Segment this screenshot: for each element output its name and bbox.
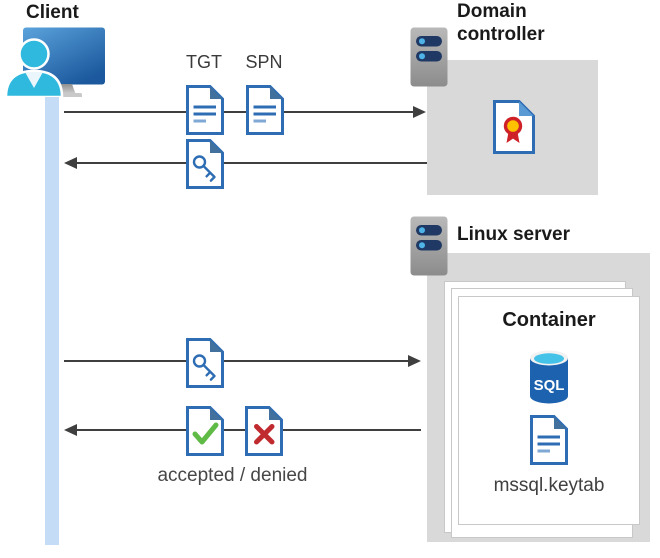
accepted-document-icon (186, 406, 224, 456)
domain-controller-server-icon (410, 27, 448, 87)
certificate-document-icon (493, 100, 535, 154)
sql-badge-text: SQL (534, 377, 565, 394)
linux-server-server-icon (410, 216, 448, 276)
key-ticket-document-icon (186, 338, 224, 388)
arrow-present-ticket-head (408, 355, 421, 367)
spn-label: SPN (245, 52, 283, 72)
arrow-result-return-head (64, 424, 77, 436)
client-computer-person-icon (0, 27, 106, 97)
arrow-request-tgt-spn-head (413, 106, 426, 118)
tgt-document-icon (186, 85, 224, 135)
sql-database-icon: SQL (528, 349, 570, 405)
spn-document-icon (246, 85, 284, 135)
arrow-ticket-return-head (64, 157, 77, 169)
arrow-present-ticket-line (64, 360, 410, 362)
domain-controller-label: Domain controller (457, 1, 545, 45)
accepted-denied-label: accepted / denied (157, 465, 308, 486)
keytab-filename-label: mssql.keytab (493, 475, 605, 496)
denied-document-icon (245, 406, 283, 456)
client-label: Client (26, 2, 79, 23)
client-lifeline (45, 95, 59, 545)
arrow-ticket-return-line (77, 162, 427, 164)
container-card: Container SQL mssql.keytab (458, 296, 640, 525)
container-title: Container (502, 309, 596, 331)
tgt-label: TGT (186, 52, 222, 72)
keytab-document-icon (530, 415, 568, 465)
key-ticket-document-icon (186, 139, 224, 189)
arrow-request-tgt-spn-line (64, 111, 415, 113)
linux-server-label: Linux server (457, 224, 570, 245)
